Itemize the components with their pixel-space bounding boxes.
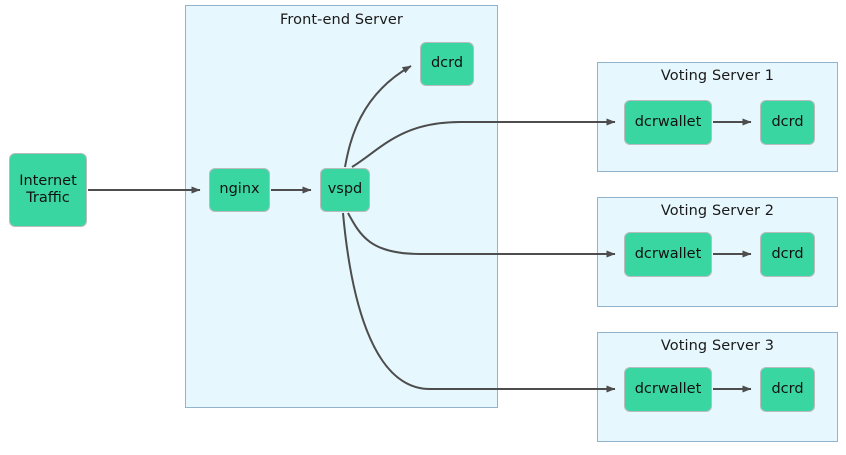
voting-server-1-title: Voting Server 1 bbox=[660, 68, 775, 84]
node-voting-server-1-dcrd[interactable]: dcrd bbox=[760, 100, 815, 145]
node-internet-traffic[interactable]: Internet Traffic bbox=[9, 153, 87, 227]
node-voting-server-3-dcrwallet[interactable]: dcrwallet bbox=[624, 367, 712, 412]
node-voting-server-2-dcrwallet[interactable]: dcrwallet bbox=[624, 232, 712, 277]
node-frontend-dcrd[interactable]: dcrd bbox=[420, 42, 474, 86]
node-voting-server-3-dcrd[interactable]: dcrd bbox=[760, 367, 815, 412]
node-vspd[interactable]: vspd bbox=[320, 168, 370, 212]
frontend-server-title: Front-end Server bbox=[280, 12, 403, 28]
voting-server-3-title: Voting Server 3 bbox=[660, 338, 775, 354]
voting-server-2-title: Voting Server 2 bbox=[660, 203, 775, 219]
node-voting-server-2-dcrd[interactable]: dcrd bbox=[760, 232, 815, 277]
node-nginx[interactable]: nginx bbox=[209, 168, 270, 212]
node-voting-server-1-dcrwallet[interactable]: dcrwallet bbox=[624, 100, 712, 145]
